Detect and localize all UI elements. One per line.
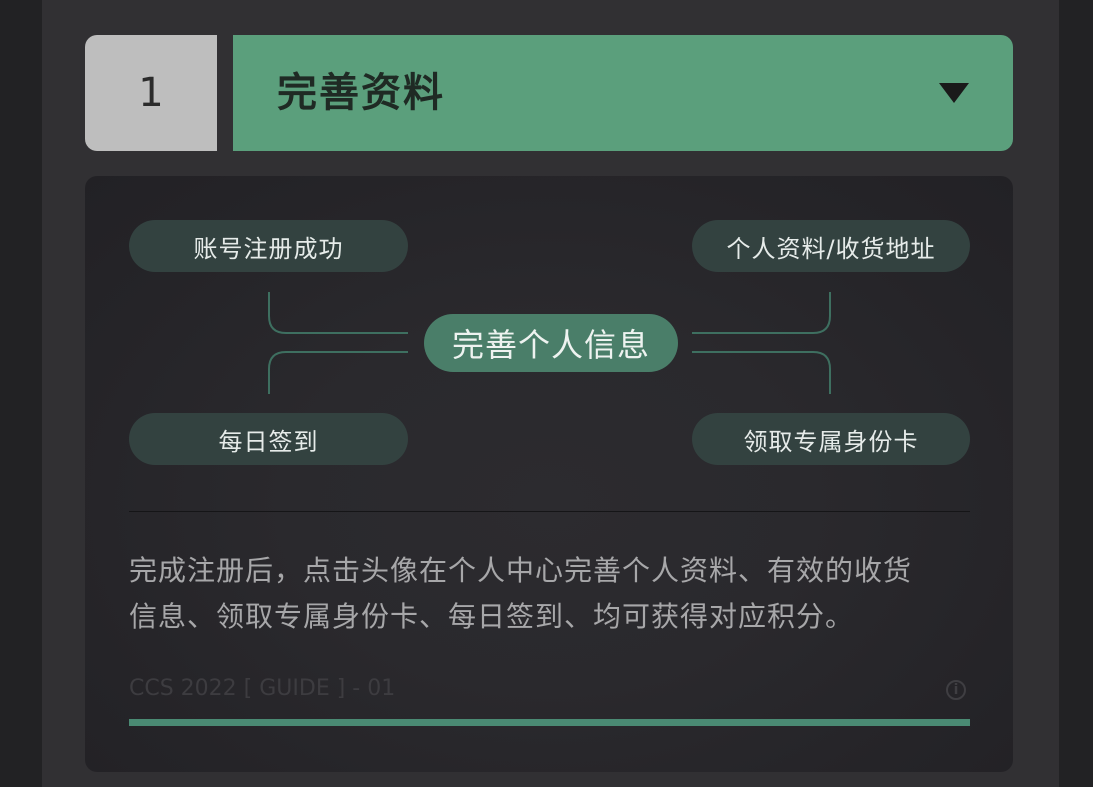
node-account-registered: 账号注册成功 [129, 220, 408, 272]
right-edge [1059, 0, 1093, 787]
accent-bar [129, 719, 970, 726]
step-description: 完成注册后，点击头像在个人中心完善个人资料、有效的收货 信息、领取专属身份卡、每… [129, 548, 989, 640]
chevron-down-icon[interactable] [939, 83, 969, 103]
step-number: 1 [85, 35, 217, 151]
connector-bottom-left [268, 351, 408, 394]
diagram-connectors [268, 292, 831, 394]
left-edge [0, 0, 42, 787]
node-complete-personal-info: 完善个人信息 [424, 314, 678, 372]
divider [129, 511, 970, 512]
description-line-2: 信息、领取专属身份卡、每日签到、均可获得对应积分。 [129, 600, 855, 633]
node-profile-address: 个人资料/收货地址 [692, 220, 970, 272]
info-icon[interactable]: i [946, 680, 966, 700]
step-header-toggle[interactable]: 完善资料 [233, 35, 1013, 151]
node-claim-identity-card: 领取专属身份卡 [692, 413, 970, 465]
connector-top-left [268, 292, 408, 334]
step-content-card: 账号注册成功 个人资料/收货地址 每日签到 领取专属身份卡 完善个人信息 完成注… [85, 176, 1013, 772]
node-daily-checkin: 每日签到 [129, 413, 408, 465]
connector-bottom-right [692, 351, 831, 394]
connector-top-right [692, 292, 831, 334]
description-line-1: 完成注册后，点击头像在个人中心完善个人资料、有效的收货 [129, 554, 913, 587]
guide-code: CCS 2022 [ GUIDE ] - 01 [129, 676, 396, 701]
step-title: 完善资料 [277, 70, 445, 116]
